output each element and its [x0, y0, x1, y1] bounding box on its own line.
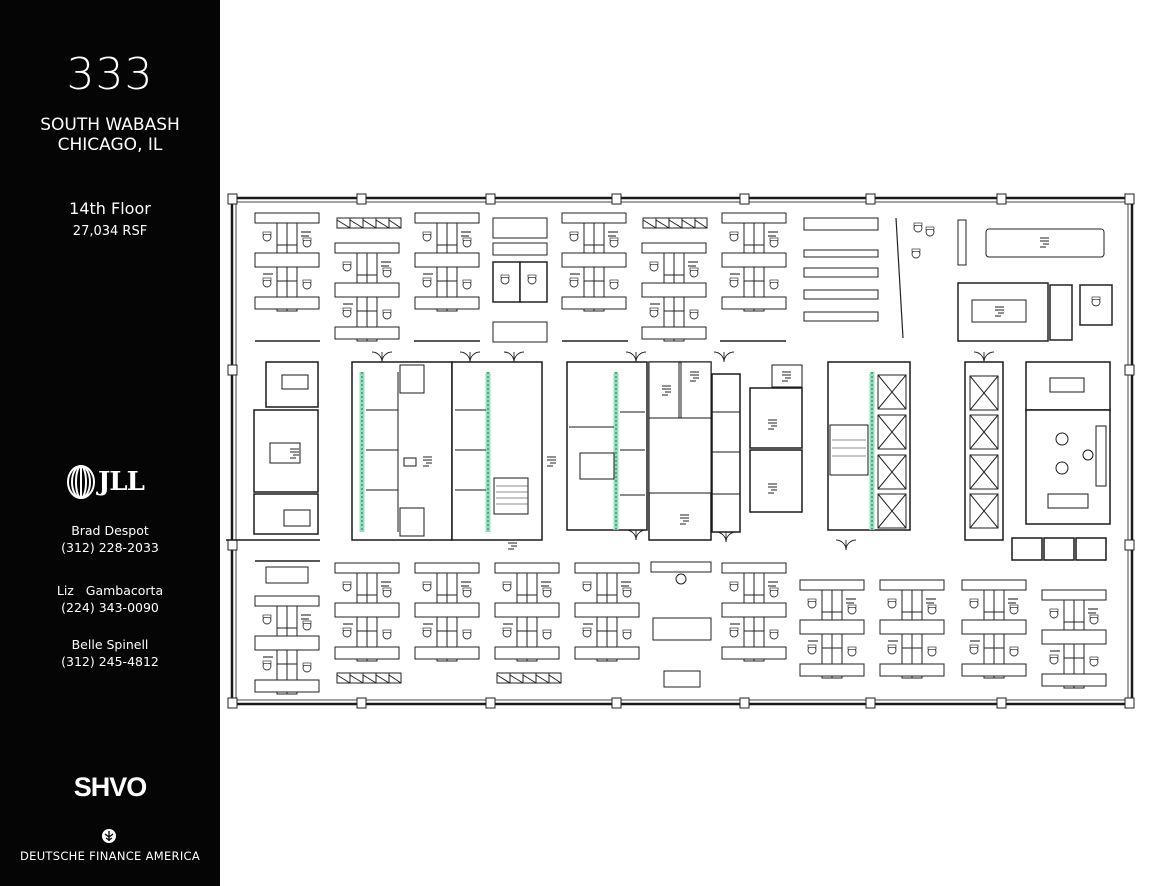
sidebar: 333 SOUTH WABASH CHICAGO, IL 14th Floor …	[0, 0, 220, 886]
lounge-right	[1011, 361, 1111, 561]
top-benching	[803, 217, 935, 339]
street-address: SOUTH WABASH	[40, 115, 180, 135]
jll-logo-text: JLL	[98, 467, 145, 497]
exterior-wall	[230, 196, 1134, 706]
contact-1: Brad Despot (312) 228-2033	[0, 522, 220, 556]
rsf-area: 27,034 RSF	[72, 224, 148, 239]
conference-rooms-top-right	[957, 219, 1113, 342]
core-stairs-2	[451, 351, 557, 550]
core-left	[226, 361, 320, 541]
contact-phone[interactable]: (312) 228-2033	[61, 540, 159, 555]
partner-name: DEUTSCHE FINANCE AMERICA	[19, 849, 201, 863]
shvo-logo: SHVO	[73, 772, 148, 802]
jll-logo: JLL	[66, 462, 156, 502]
core-offices	[648, 351, 803, 543]
contact-2: Liz Gambacorta (224) 343-0090	[0, 582, 220, 616]
tree-emblem-icon	[102, 829, 116, 843]
floor-label: 14th Floor	[69, 199, 151, 218]
jll-globe-icon	[67, 465, 95, 499]
contact-phone[interactable]: (224) 343-0090	[61, 600, 159, 615]
contact-3: Belle Spinell (312) 245-4812	[0, 636, 220, 670]
contact-phone[interactable]: (312) 245-4812	[61, 654, 159, 669]
contact-name: Brad Despot	[71, 523, 149, 538]
elevator-bank-right	[964, 351, 1004, 541]
contact-name: Belle Spinell	[71, 637, 149, 652]
building-number: 333	[66, 49, 154, 100]
elevator-bank-left	[827, 361, 911, 551]
bottom-workstations	[255, 560, 1106, 694]
city-state: CHICAGO, IL	[57, 135, 163, 155]
top-workstations	[255, 213, 786, 342]
top-phone-rooms	[492, 217, 548, 343]
core-stairs-3	[566, 351, 648, 541]
floor-plan	[226, 193, 1135, 709]
contact-name: Liz Gambacorta	[56, 583, 164, 598]
core-stairs-1	[351, 351, 481, 541]
